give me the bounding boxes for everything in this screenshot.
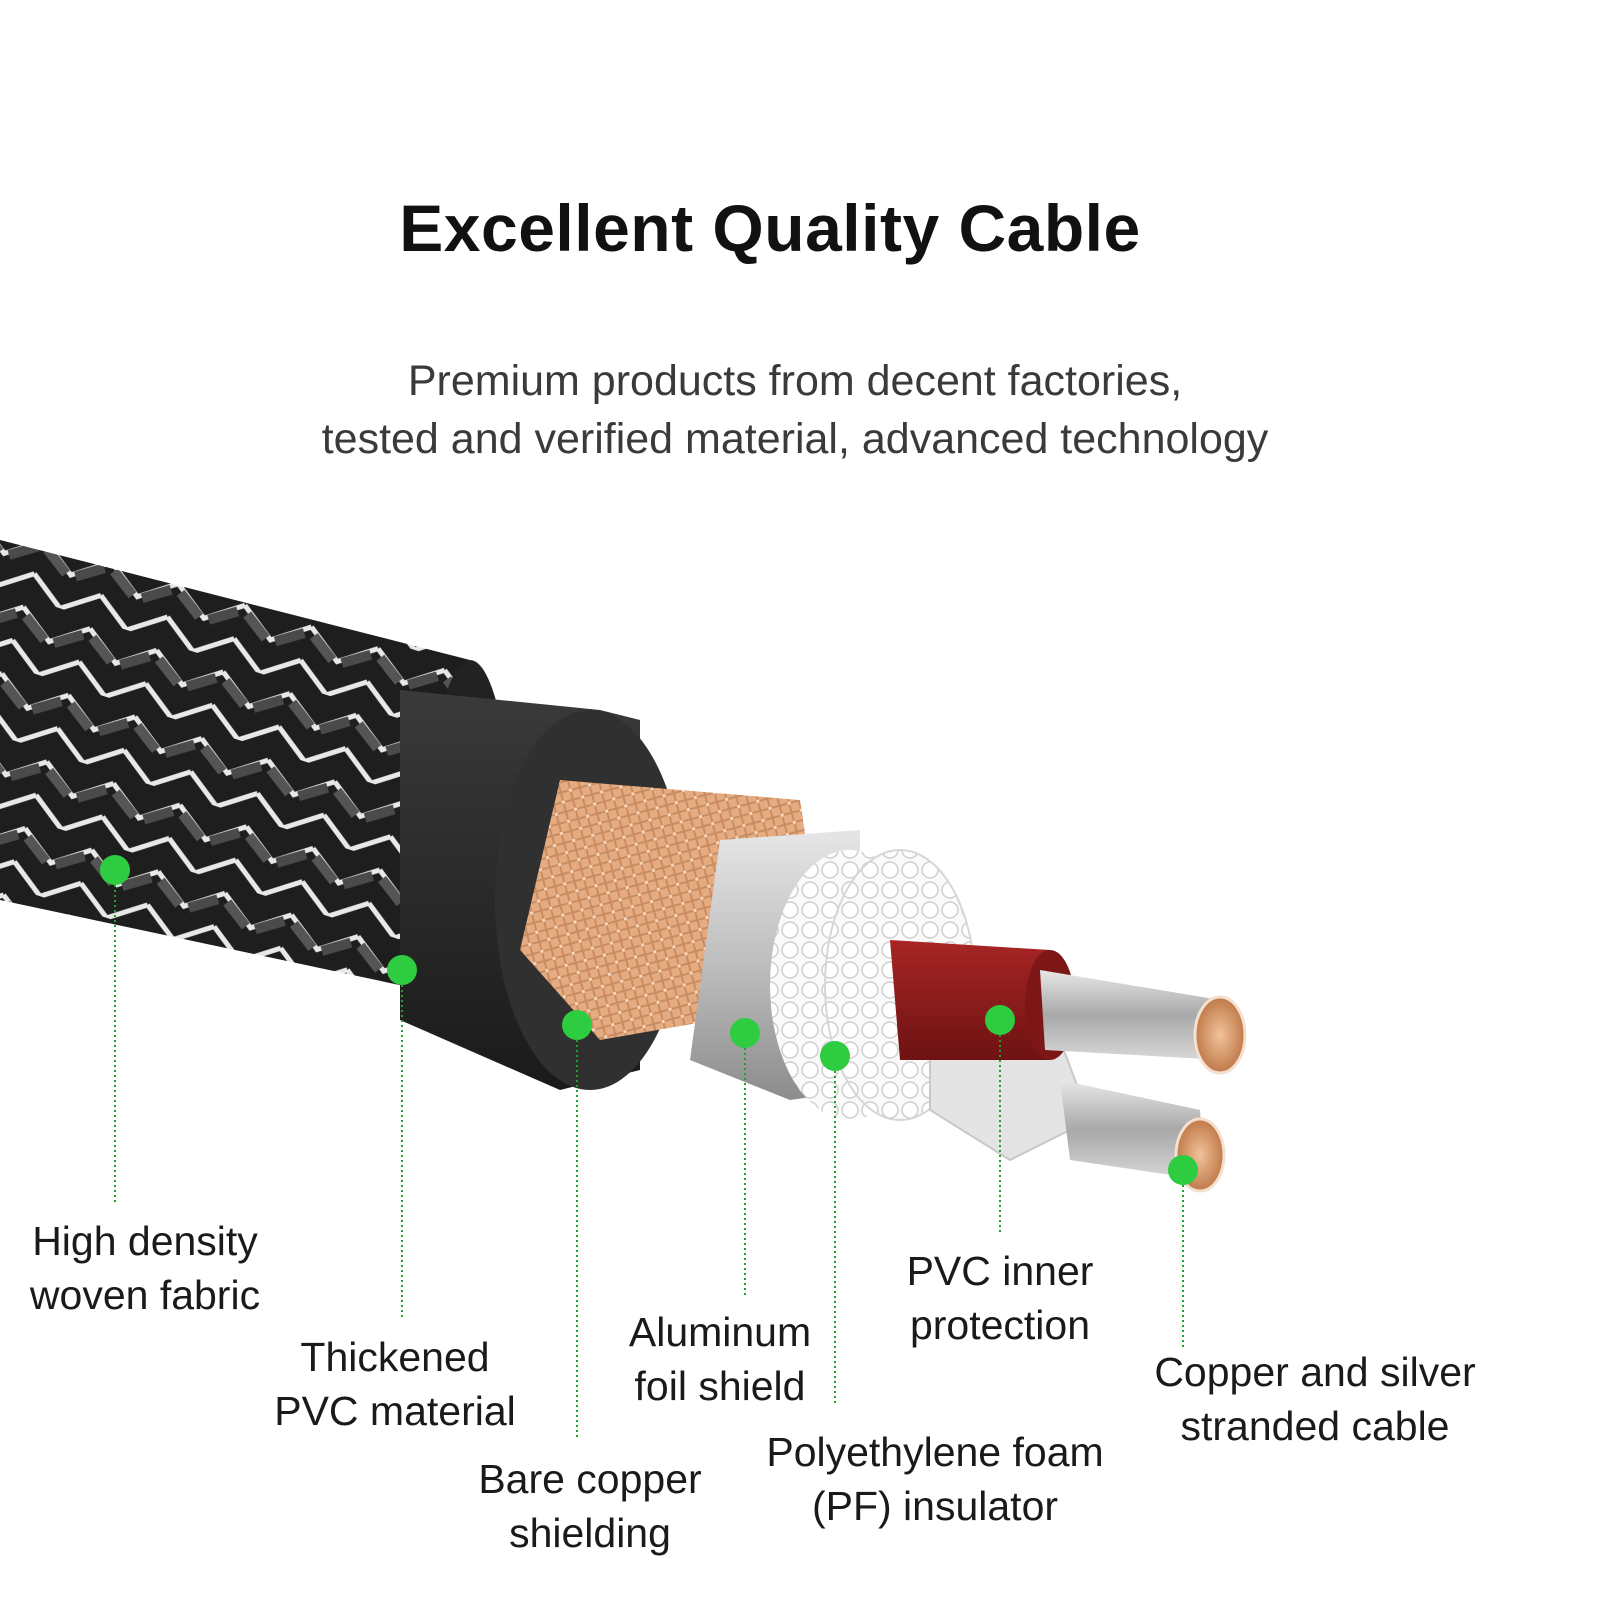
label-stranded-cable-line2: stranded cable: [1180, 1403, 1450, 1449]
label-pvc-material: Thickened PVC material: [255, 1330, 535, 1438]
label-woven-fabric-line1: High density: [32, 1218, 258, 1264]
label-stranded-cable-line1: Copper and silver: [1154, 1349, 1476, 1395]
label-pvc-material-line2: PVC material: [274, 1388, 516, 1434]
marker-dot-copper: [562, 1010, 592, 1040]
label-foam-insulator-line1: Polyethylene foam: [766, 1429, 1104, 1475]
marker-dot-pvc: [387, 955, 417, 985]
label-pvc-inner-line1: PVC inner: [906, 1248, 1094, 1294]
label-copper-shielding-line1: Bare copper: [478, 1456, 702, 1502]
label-pvc-material-line1: Thickened: [300, 1334, 490, 1380]
marker-dot-foam: [820, 1041, 850, 1071]
label-pvc-inner: PVC inner protection: [880, 1244, 1120, 1352]
label-pvc-inner-line2: protection: [909, 1302, 1091, 1348]
marker-dot-strand: [1168, 1155, 1198, 1185]
label-foil-shield-line1: Aluminum: [628, 1309, 812, 1355]
silver-strand-upper: [1040, 970, 1225, 1060]
marker-dot-inner: [985, 1005, 1015, 1035]
label-copper-shielding-line2: shielding: [509, 1510, 671, 1556]
silver-strand-lower: [1060, 1080, 1205, 1180]
label-foil-shield-line2: foil shield: [634, 1363, 806, 1409]
subtitle-line-2: tested and verified material, advanced t…: [321, 415, 1269, 463]
marker-dot-foil: [730, 1018, 760, 1048]
leader-lines: [100, 855, 1198, 1440]
copper-core-upper: [1193, 995, 1247, 1075]
label-foil-shield: Aluminum foil shield: [605, 1305, 835, 1413]
subtitle-line-1: Premium products from decent factories,: [407, 357, 1183, 405]
label-woven-fabric: High density woven fabric: [10, 1214, 280, 1322]
label-foam-insulator: Polyethylene foam (PF) insulator: [745, 1425, 1125, 1533]
subtitle: Premium products from decent factories, …: [0, 352, 1590, 468]
label-copper-shielding: Bare copper shielding: [455, 1452, 725, 1560]
page-title: Excellent Quality Cable: [399, 191, 1141, 265]
label-stranded-cable: Copper and silver stranded cable: [1120, 1345, 1510, 1453]
marker-dot-fabric: [100, 855, 130, 885]
label-foam-insulator-line2: (PF) insulator: [811, 1483, 1059, 1529]
label-woven-fabric-line2: woven fabric: [29, 1272, 261, 1318]
woven-fabric-sleeve: [0, 540, 470, 1000]
